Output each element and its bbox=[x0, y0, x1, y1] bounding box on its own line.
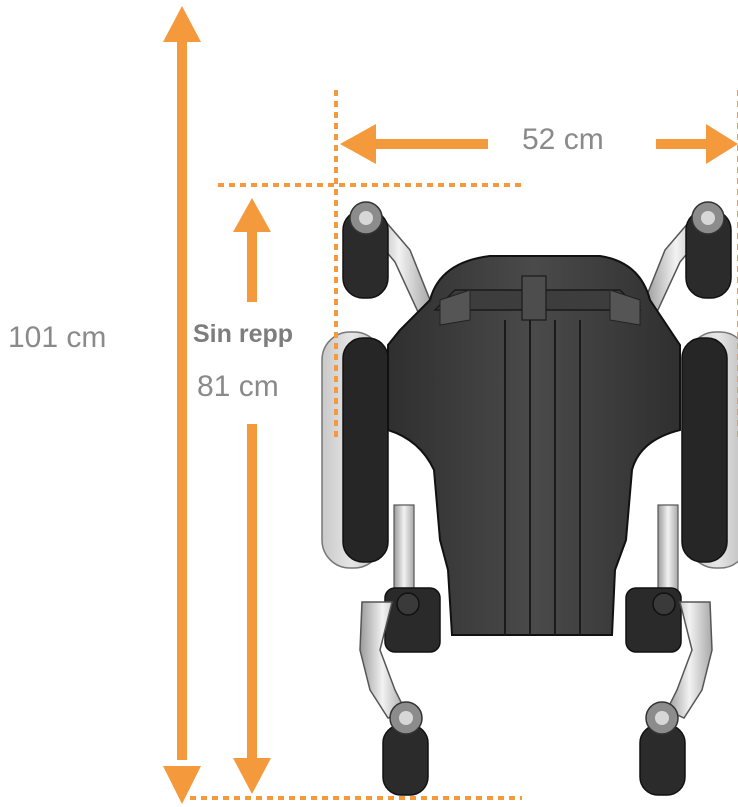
without-headrest-label: Sin repp bbox=[193, 320, 294, 348]
seat-height-label: 81 cm bbox=[197, 370, 279, 403]
right-drive-wheel bbox=[681, 331, 738, 569]
top-left-caster bbox=[342, 201, 431, 314]
wheelchair-base bbox=[387, 255, 681, 636]
width-label: 52 cm bbox=[522, 123, 604, 156]
bottom-right-caster bbox=[639, 601, 713, 796]
total-height-arrow bbox=[163, 6, 201, 804]
wheelchair-illustration bbox=[321, 201, 738, 796]
total-height-label: 101 cm bbox=[8, 321, 107, 354]
seat-height-arrow bbox=[233, 198, 271, 794]
width-arrow bbox=[340, 124, 738, 164]
dotted-guides bbox=[190, 90, 738, 800]
top-right-caster bbox=[644, 201, 732, 314]
bottom-left-caster bbox=[359, 601, 429, 796]
rear-suspension bbox=[384, 504, 682, 653]
left-drive-wheel bbox=[321, 331, 389, 569]
